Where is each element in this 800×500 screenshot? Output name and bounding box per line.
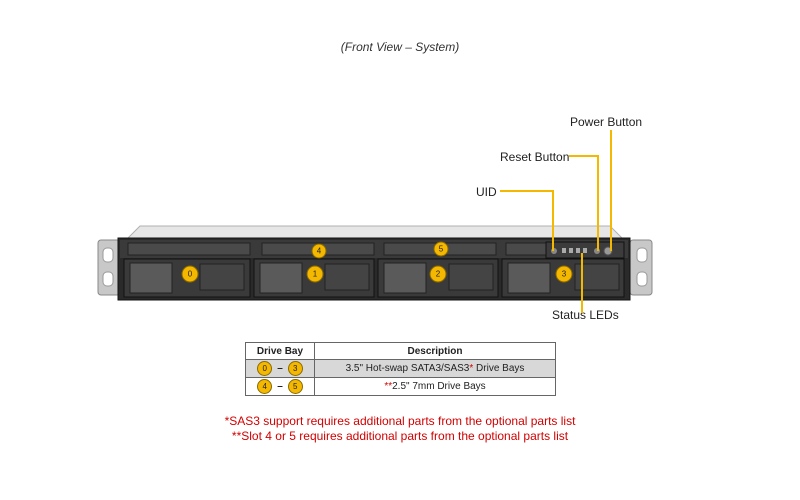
bay-number: 4 (317, 247, 322, 256)
drive-carrier[interactable] (253, 258, 375, 298)
bay-badge-5: 5 (433, 241, 449, 257)
description-cell: 3.5" Hot-swap SATA3/SAS3* Drive Bays (314, 359, 556, 378)
chassis-top-cover (126, 225, 624, 239)
sas3-footnote: *SAS3 support requires additional parts … (224, 414, 576, 428)
bay-range-end-badge: 5 (287, 379, 303, 394)
description-suffix: Drive Bays (473, 363, 525, 374)
reset-button-label: Reset Button (500, 150, 570, 164)
bay-badge-0: 0 (181, 265, 199, 283)
bay-badge-1: 1 (306, 265, 324, 283)
leader-lines (500, 130, 612, 313)
bay-badge-2: 2 (429, 265, 447, 283)
drive-bay-header: Drive Bay (245, 342, 315, 360)
right-rack-ear (629, 239, 653, 296)
bay-range-end-badge: 3 (287, 361, 303, 376)
legend-row: 0–3 3.5" Hot-swap SATA3/SAS3* Drive Bays (245, 359, 556, 378)
bay-number: 5 (439, 245, 444, 254)
power-button-label: Power Button (570, 115, 643, 129)
slot-footnote: **Slot 4 or 5 requires additional parts … (231, 429, 569, 443)
range-dash: – (277, 381, 283, 392)
control-panel (545, 241, 625, 259)
legend-header-row: Drive Bay Description (245, 342, 556, 360)
range-dash: – (277, 363, 283, 374)
drive-bay-legend-table: Drive Bay Description 0–3 3.5" Hot-swap … (245, 342, 556, 396)
reset-leader-line (569, 155, 599, 251)
bay-number: 0 (188, 270, 193, 279)
description-text: 3.5" Hot-swap SATA3/SAS3 (345, 363, 470, 374)
description-star: * (469, 363, 474, 374)
bay-number: 3 (562, 270, 567, 279)
front-view-caption: (Front View – System) (340, 40, 460, 54)
description-cell: **2.5" 7mm Drive Bays (314, 377, 556, 396)
uid-label: UID (476, 185, 497, 199)
bay-range-start-badge: 0 (257, 361, 273, 376)
bay-range-cell: 0–3 (245, 359, 315, 378)
bay-number: 1 (313, 270, 318, 279)
bay-badge-4: 4 (311, 243, 327, 259)
left-rack-ear (97, 239, 121, 296)
description-prefix: ** (384, 381, 393, 392)
bay-badge-3: 3 (555, 265, 573, 283)
description-text: 2.5" 7mm Drive Bays (392, 381, 486, 392)
uid-leader-line (500, 190, 554, 251)
bay-range-start-badge: 4 (257, 379, 273, 394)
bay-number: 2 (436, 270, 441, 279)
upper-grille (127, 242, 547, 256)
bay-range-cell: 4–5 (245, 377, 315, 396)
legend-row: 4–5 **2.5" 7mm Drive Bays (245, 377, 556, 396)
server-front-diagram: 4 5 0 1 2 3 (97, 130, 653, 313)
description-header: Description (314, 342, 556, 360)
status-leds-label: Status LEDs (552, 308, 619, 322)
